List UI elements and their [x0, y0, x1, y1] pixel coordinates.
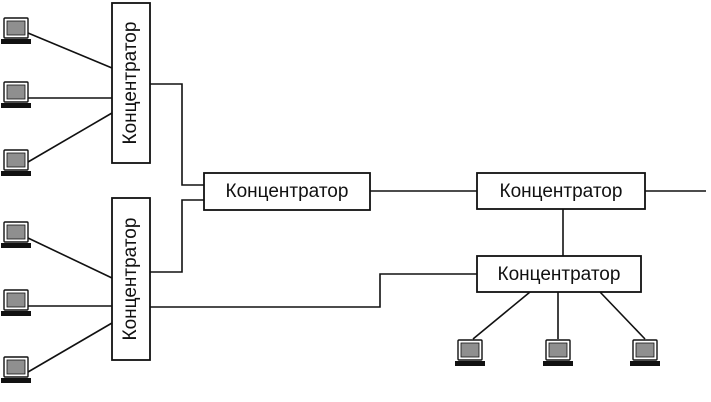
hub-left-top: Концентратор	[111, 2, 151, 164]
wires-bottom-row	[472, 291, 646, 340]
hub-right-top: Концентратор	[476, 172, 646, 210]
wire-left-top-to-center	[150, 83, 204, 186]
computer-icon	[0, 221, 32, 249]
hub-right-bottom-label: Концентратор	[498, 264, 621, 285]
hub-left-bottom: Концентратор	[111, 197, 151, 361]
computer-icon	[0, 289, 32, 317]
hub-left-top-label: Концентратор	[120, 22, 141, 145]
computer-icon	[454, 339, 486, 367]
wires-left-bottom	[27, 237, 113, 373]
wires-left-top	[27, 32, 113, 163]
computer-icon	[0, 149, 32, 177]
wire-left-bottom-to-right-bottom	[150, 273, 477, 308]
computer-icon	[629, 339, 661, 367]
computer-icon	[0, 356, 32, 384]
computer-icon	[0, 81, 32, 109]
computer-icon	[0, 17, 32, 45]
hub-left-bottom-label: Концентратор	[120, 218, 141, 341]
hub-center: Концентратор	[203, 172, 371, 211]
hub-right-top-label: Концентратор	[500, 181, 623, 202]
hub-center-label: Концентратор	[226, 181, 349, 202]
hub-right-bottom: Концентратор	[476, 255, 642, 293]
computer-icon	[542, 339, 574, 367]
wire-left-bottom-to-center	[150, 199, 204, 273]
